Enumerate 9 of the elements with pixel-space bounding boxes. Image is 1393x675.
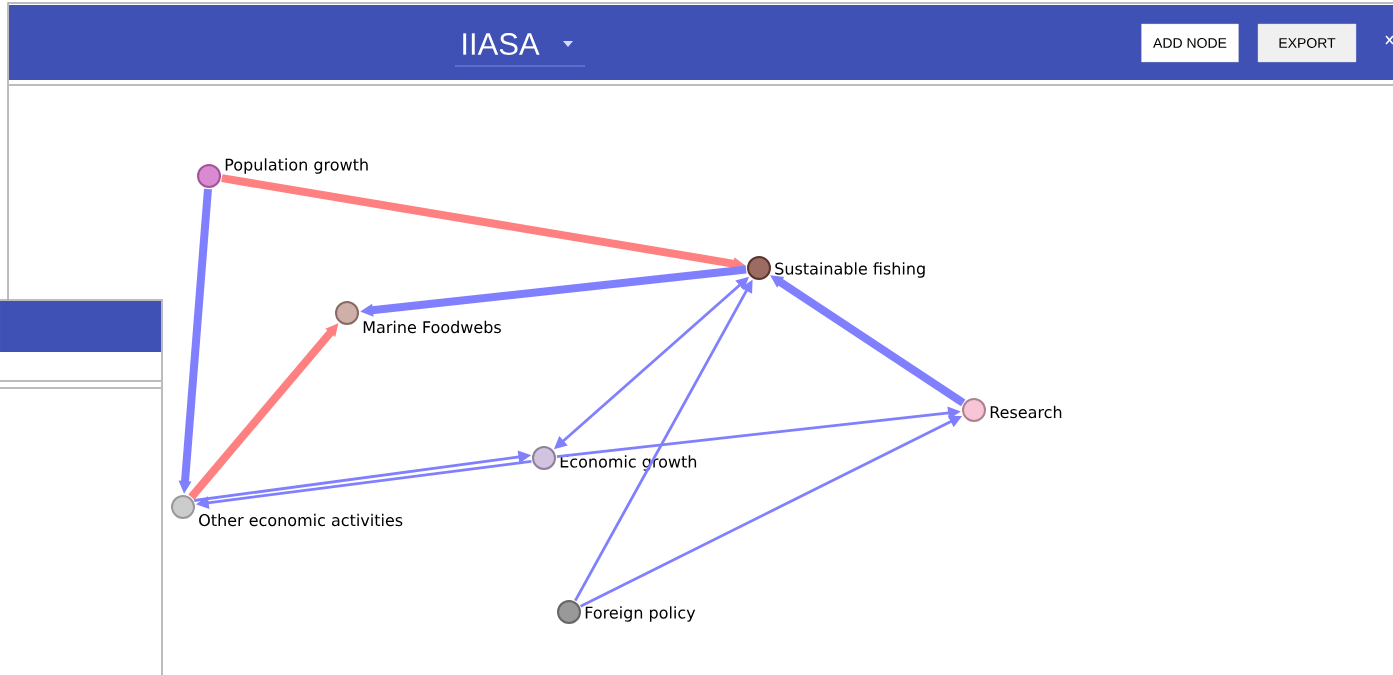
node-label: Other economic activities [199, 513, 403, 527]
add-node-button: ADD NODE [1141, 23, 1239, 63]
node-label: Marine Foodwebs [363, 320, 501, 334]
node-label: Sustainable fishing [775, 262, 925, 278]
node-label: Population growth [225, 158, 368, 174]
export-button: EXPORT [1257, 23, 1357, 63]
node-label: Research [990, 405, 1062, 419]
title: IIASA [463, 33, 540, 55]
node-label: Foreign policy [585, 606, 696, 622]
